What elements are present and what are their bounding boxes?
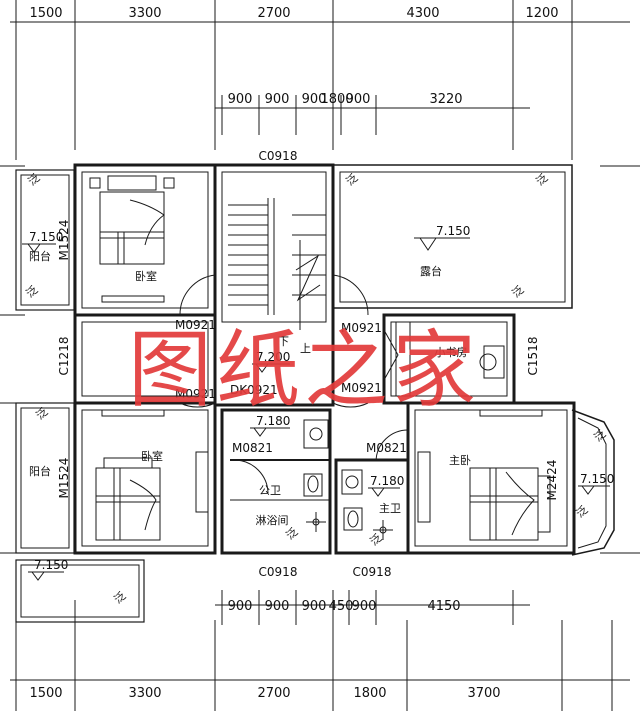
drain-mark: 泛 [510,283,527,300]
room-master-bath: 主卫 [379,502,401,515]
dim-top-2: 3300 [128,6,161,21]
dim-top-5: 1200 [525,6,558,21]
dim-top2-2: 900 [265,92,290,107]
elev-balcony-top-left: 7.150 [29,230,63,244]
drain-mark: 泛 [24,283,41,300]
opening-labels: C0918 M1524 C1218 M1524 C1518 M2424 C091… [57,149,559,579]
dim-top2-1: 900 [228,92,253,107]
elev-terrace: 7.150 [436,224,470,238]
elevation-symbols [22,237,610,581]
drain-mark: 泛 [26,171,43,188]
stair-treads [228,198,326,330]
door-m2424: M2424 [545,460,559,501]
dim-bottom1-2: 900 [265,599,290,614]
dim-top-4: 4300 [406,6,439,21]
drain-mark: 泛 [574,503,591,520]
room-bedroom-bottom: 卧室 [141,449,163,463]
dim-bottom2-3: 2700 [257,686,290,701]
door-m1524-bottom: M1524 [57,458,71,499]
dim-top2-6: 3220 [429,92,462,107]
dim-top-1: 1500 [29,6,62,21]
elev-balcony-bottom-left: 7.150 [34,558,68,572]
window-c0918-bottom-left: C0918 [259,565,298,579]
room-bedroom-top: 卧室 [135,269,157,283]
stair-down-label: 下 [278,335,289,348]
dim-bottom2-4: 1800 [353,686,386,701]
drain-mark: 泛 [344,171,361,188]
room-shower: 淋浴间 [256,514,289,527]
room-balcony-bottom: 阳台 [29,464,51,478]
dim-bottom1-6: 4150 [427,599,460,614]
elev-bath-b: 7.180 [370,474,404,488]
dim-top2-4: 1800 [320,92,353,107]
window-c0918-top: C0918 [259,149,298,163]
room-study: 小书房 [435,346,468,359]
elev-balcony-right: 7.150 [580,472,614,486]
window-c1218: C1218 [57,337,71,376]
elev-bath-a: 7.180 [256,414,290,428]
bed-bottom [95,409,209,541]
dim-bottom2-5: 3700 [467,686,500,701]
walls [15,163,615,623]
bed-top [89,175,175,303]
bath-fixtures [303,419,393,540]
room-public-bath: 公卫 [259,484,281,497]
dim-top2-3: 900 [302,92,327,107]
study-furniture [395,321,505,397]
drain-mark: 泛 [592,427,609,444]
dim-bottom1-4: 450 [329,599,354,614]
door-m0921-a: M0921 [175,318,216,332]
door-m0921-d: M0921 [341,381,382,395]
window-c1518: C1518 [526,337,540,376]
dim-bottom2-1: 1500 [29,686,62,701]
door-m0821-b: M0821 [366,441,407,455]
stair-up-label: 上 [300,342,311,355]
room-labels: 卧室 阳台 露台 小书房 卧室 阳台 公卫 淋浴间 主卫 主卧 [29,249,471,527]
door-m0921-c: M0921 [175,387,216,401]
dim-bottom1-5: 900 [352,599,377,614]
drain-mark: 泛 [368,531,385,548]
watermark: 图纸之家 [128,321,481,419]
door-swings [179,274,409,494]
room-terrace: 露台 [420,264,442,278]
elev-hall: 7.200 [256,350,290,364]
room-master-bedroom: 主卧 [449,454,471,467]
drain-mark: 泛 [112,589,129,606]
elevation-labels: 7.150 7.150 7.200 7.180 7.180 7.150 7.15… [29,224,614,572]
bed-master [417,409,551,541]
door-dk0921: DK0921 [230,383,278,397]
dim-bottom2-2: 3300 [128,686,161,701]
door-m1524-top: M1524 [57,220,71,261]
dim-top2-5: 900 [346,92,371,107]
door-m0821-a: M0821 [232,441,273,455]
drain-mark: 泛 [534,171,551,188]
dimension-text: 1500 3300 2700 4300 1200 900 900 900 180… [29,6,558,701]
door-m0921-b: M0921 [341,321,382,335]
dim-top-3: 2700 [257,6,290,21]
window-c0918-bottom-right: C0918 [353,565,392,579]
dim-bottom1-1: 900 [228,599,253,614]
room-balcony-top: 阳台 [29,249,51,263]
drain-mark: 泛 [284,525,301,542]
dim-bottom1-3: 900 [302,599,327,614]
